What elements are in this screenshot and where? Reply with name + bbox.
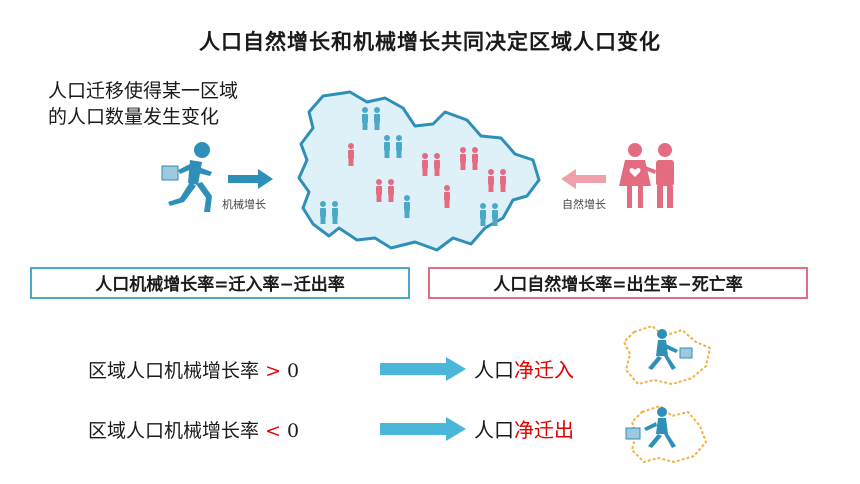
row-2-operator: < <box>265 420 281 442</box>
running-man-icon <box>161 142 212 212</box>
female-figure-icon <box>422 153 428 176</box>
female-figure-icon <box>388 179 394 202</box>
row-2-subject: 区域人口机械增长率 <box>88 420 260 442</box>
female-figure-icon <box>460 147 466 170</box>
mechanical-arrow-icon <box>228 169 273 189</box>
female-figure-icon <box>500 169 506 192</box>
row-2-zero: 0 <box>287 420 300 442</box>
male-figure-icon <box>404 195 410 218</box>
male-figure-icon <box>374 107 380 130</box>
row-2-result: 人口净迁出 <box>474 414 574 443</box>
natural-arrow-icon <box>561 169 606 189</box>
male-figure-icon <box>332 201 338 224</box>
row-2-condition: 区域人口机械增长率 < 0 <box>88 416 299 443</box>
couple-icon <box>619 143 674 208</box>
row-2-arrow-icon <box>380 417 466 441</box>
male-figure-icon <box>480 203 486 226</box>
region-map-icon <box>297 90 541 252</box>
female-figure-icon <box>472 147 478 170</box>
row-1-condition: 区域人口机械增长率 > 0 <box>88 356 299 383</box>
row-1-result-highlight: 净迁入 <box>514 358 574 382</box>
female-figure-icon <box>444 185 450 208</box>
male-figure-icon <box>362 107 368 130</box>
mechanical-label: 机械增长 <box>222 198 266 211</box>
natural-formula-box: 人口自然增长率=出生率−死亡率 <box>428 267 808 299</box>
row-1-result: 人口净迁入 <box>474 354 574 383</box>
row-1-operator: > <box>265 360 281 382</box>
intro-line-2: 的人口数量发生变化 <box>48 106 220 128</box>
male-figure-icon <box>492 203 498 226</box>
male-figure-icon <box>396 135 402 158</box>
female-figure-icon <box>348 143 354 166</box>
page-title: 人口自然增长和机械增长共同决定区域人口变化 <box>199 30 661 54</box>
female-figure-icon <box>434 153 440 176</box>
male-figure-icon <box>320 201 326 224</box>
row-2-result-prefix: 人口 <box>474 418 514 442</box>
row-1-result-prefix: 人口 <box>474 358 514 382</box>
row-1-subject: 区域人口机械增长率 <box>88 360 260 382</box>
intro-line-1: 人口迁移使得某一区域 <box>48 80 239 102</box>
net-in-map-icon <box>622 324 712 386</box>
row-1-zero: 0 <box>287 360 300 382</box>
natural-label: 自然增长 <box>562 198 606 211</box>
row-1-arrow-icon <box>380 357 466 381</box>
female-figure-icon <box>488 169 494 192</box>
male-figure-icon <box>384 135 390 158</box>
mechanical-formula-box: 人口机械增长率=迁入率−迁出率 <box>30 267 410 299</box>
net-out-map-icon <box>625 404 708 464</box>
intro-text: 人口迁移使得某一区域 的人口数量发生变化 <box>48 78 238 130</box>
female-figure-icon <box>376 179 382 202</box>
row-2-result-highlight: 净迁出 <box>514 418 574 442</box>
